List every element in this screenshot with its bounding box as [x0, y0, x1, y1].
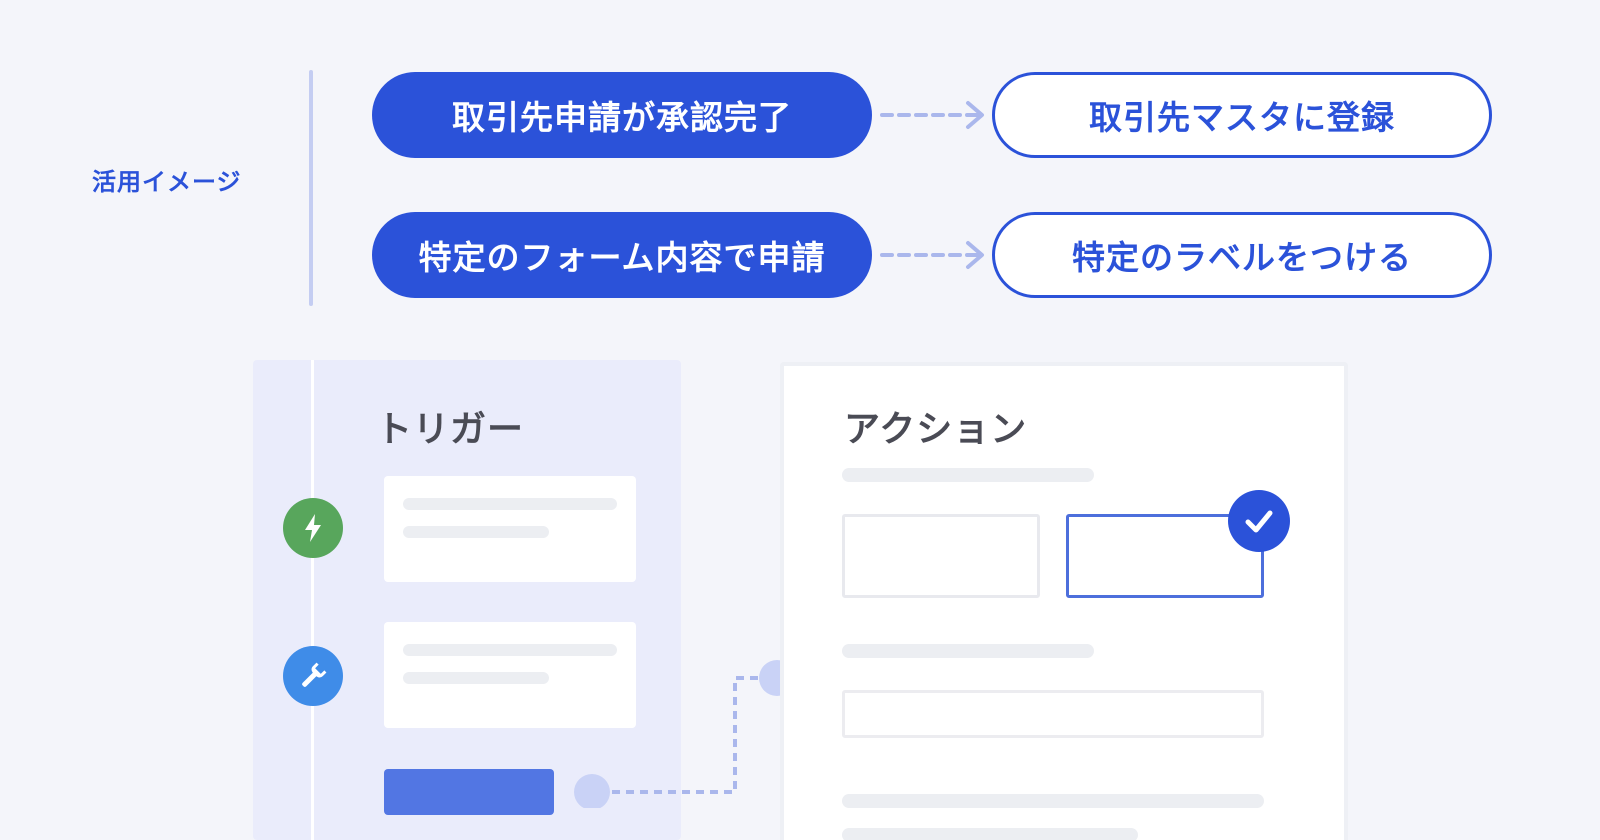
usage-example-label: 活用イメージ: [92, 168, 242, 196]
placeholder-line: [842, 794, 1264, 808]
action-option-box-selected[interactable]: [1066, 514, 1264, 598]
action-pill-2: 特定のラベルをつける: [992, 212, 1492, 298]
trigger-step-card: [384, 476, 636, 582]
placeholder-line: [842, 828, 1138, 840]
trigger-pill-2: 特定のフォーム内容で申請: [372, 212, 872, 298]
trigger-step-card: [384, 622, 636, 728]
dashed-arrow-icon: [880, 241, 984, 269]
action-panel-title: アクション: [844, 409, 1028, 450]
placeholder-line: [403, 526, 549, 538]
placeholder-line: [403, 672, 549, 684]
placeholder-line: [842, 644, 1094, 658]
wrench-icon: [283, 646, 343, 706]
dashed-arrow-icon: [880, 101, 984, 129]
trigger-pill-1: 取引先申請が承認完了: [372, 72, 872, 158]
placeholder-line: [842, 468, 1094, 482]
placeholder-line: [403, 498, 617, 510]
trigger-connect-button[interactable]: [384, 769, 554, 815]
action-pill-1: 取引先マスタに登録: [992, 72, 1492, 158]
trigger-panel: [253, 360, 681, 840]
action-option-box[interactable]: [842, 514, 1040, 598]
placeholder-line: [403, 644, 617, 656]
action-input-field[interactable]: [842, 690, 1264, 738]
usage-divider: [309, 70, 313, 306]
checkmark-icon: [1228, 490, 1290, 552]
lightning-bolt-icon: [283, 498, 343, 558]
trigger-timeline-line: [311, 360, 314, 840]
flow-connector: [574, 660, 795, 808]
action-panel: [780, 362, 1348, 840]
trigger-panel-title: トリガー: [376, 409, 525, 450]
